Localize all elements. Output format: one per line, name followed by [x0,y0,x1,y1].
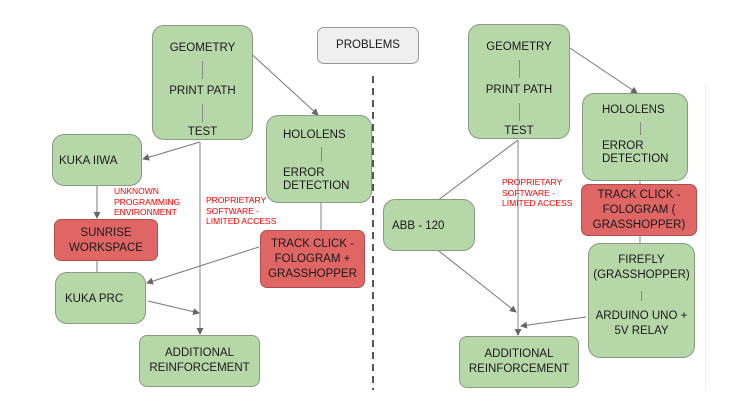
note-line: PROPRIETARY [502,177,563,187]
reinforcement-label: REINFORCEMENT [468,363,570,375]
abb-label: ABB - 120 [392,220,445,232]
connector [518,103,520,121]
sunrise-label: SUNRISE [80,227,132,239]
note-line: PROGRAMMING [114,196,181,207]
fologram-label: FOLOGRAM + [274,253,351,265]
edge-kuka-prc-to-line [147,300,200,316]
right-hololens-node: HOLOLENS ERROR DETECTION [582,93,688,181]
kuka-iiwa-label: KUKA IIWA [59,155,118,167]
grasshopper-label: GRASSHOPPER) [592,219,686,231]
firefly-label: FIREFLY [618,254,665,266]
connector [321,147,322,162]
note-line: SOFTWARE - [502,187,556,198]
left-geometry-node: GEOMETRY PRINT PATH TEST [152,25,253,140]
grasshopper-label: (GRASSHOPPER) [593,269,690,281]
hololens-label: HOLOLENS [283,129,346,141]
right-track-click-node: TRACK CLICK - FOLOGRAM ( GRASSHOPPER) [581,184,697,236]
grasshopper-label: GRASSHOPPER [268,268,357,280]
connector [641,291,642,301]
kuka-prc-node: KUKA PRC [55,272,146,324]
geometry-label: GEOMETRY [169,42,236,54]
additional-label: ADDITIONAL [164,347,234,359]
hololens-label: HOLOLENS [602,104,665,116]
left-proprietary-note: PROPRIETARY SOFTWARE - LIMITED ACCESS [206,195,276,227]
note-line: LIMITED ACCESS [206,216,277,226]
edge-trackclick-to-kuka-prc [146,246,260,285]
workspace-label: WORKSPACE [69,242,143,254]
connector [640,122,641,135]
right-additional-reinforcement-node: ADDITIONAL REINFORCEMENT [459,336,579,388]
geometry-label: GEOMETRY [486,41,552,53]
additional-label: ADDITIONAL [484,348,554,360]
problems-label-box: PROBLEMS [317,27,419,64]
problems-label: PROBLEMS [336,39,400,51]
right-geometry-node: GEOMETRY PRINT PATH TEST [468,24,570,139]
connector [202,61,203,79]
connector [518,60,520,78]
unknown-env-note: UNKNOWN PROGRAMMING ENVIRONMENT [114,186,180,218]
print-path-label: PRINT PATH [485,84,553,96]
left-hololens-node: HOLOLENS ERROR DETECTION [266,115,372,203]
error-label: ERROR [602,140,644,152]
note-line: SOFTWARE - [206,205,260,216]
note-line: PROPRIETARY [206,195,267,205]
fologram-label: FOLOGRAM ( [602,204,676,216]
track-click-label: TRACK CLICK - [597,189,681,201]
edge-firefly-to-line [520,316,587,329]
kuka-iiwa-node: KUKA IIWA [52,134,142,186]
detection-label: DETECTION [602,153,669,165]
sunrise-workspace-node: SUNRISE WORKSPACE [54,219,158,261]
note-line: LIMITED ACCESS [502,198,573,208]
detection-label: DETECTION [283,180,350,192]
edge-test-to-kuka-iiwa [142,141,201,161]
edge-geometry-to-hololens-right [563,43,638,94]
arduino-label: ARDUINO UNO + [595,310,688,322]
kuka-prc-label: KUKA PRC [65,293,124,305]
relay-label: 5V RELAY [614,325,669,337]
connector [202,104,203,122]
print-path-label: PRINT PATH [169,85,236,97]
edge-geometry-to-hololens-left [244,47,319,116]
right-proprietary-note: PROPRIETARY SOFTWARE - LIMITED ACCESS [502,177,572,209]
note-line: ENVIRONMENT [114,207,177,217]
test-label: TEST [504,125,534,137]
firefly-arduino-node: FIREFLY (GRASSHOPPER) ARDUINO UNO + 5V R… [588,243,695,358]
error-label: ERROR [283,167,325,179]
abb-120-node: ABB - 120 [383,199,475,251]
test-label: TEST [187,126,218,138]
track-click-label: TRACK CLICK - [270,238,355,250]
left-track-click-node: TRACK CLICK - FOLOGRAM + GRASSHOPPER [260,230,365,288]
frame-edge [705,85,706,390]
reinforcement-label: REINFORCEMENT [149,362,250,374]
note-line: UNKNOWN [114,186,159,196]
left-additional-reinforcement-node: ADDITIONAL REINFORCEMENT [139,335,260,387]
